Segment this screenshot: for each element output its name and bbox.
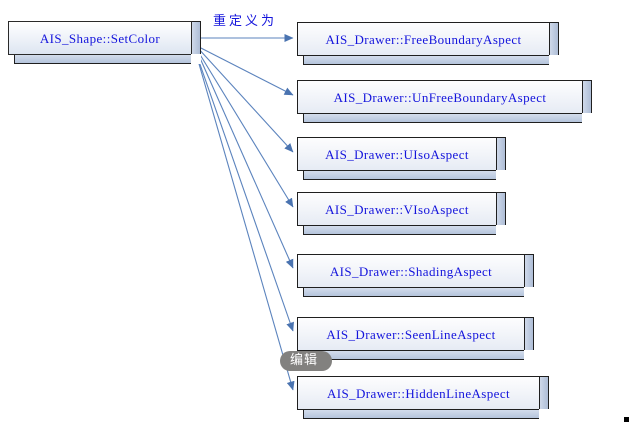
node-target-viso-aspect[interactable]: AIS_Drawer::VIsoAspect xyxy=(297,192,506,235)
node-face-right xyxy=(583,80,592,114)
node-label: AIS_Shape::SetColor xyxy=(39,30,161,46)
node-target-free-boundary-aspect[interactable]: AIS_Drawer::FreeBoundaryAspect xyxy=(297,22,559,65)
node-face-corner xyxy=(524,287,534,297)
relation-caption: 重定义为 xyxy=(213,14,278,29)
node-face-bottom xyxy=(303,114,589,123)
connector-line-6 xyxy=(194,49,294,332)
connector-line-4 xyxy=(195,47,294,208)
node-face-corner xyxy=(582,113,592,123)
connector-line-5 xyxy=(195,48,294,269)
connector-line-2 xyxy=(196,45,294,96)
node-face-bottom xyxy=(303,171,503,180)
node-face-bottom xyxy=(14,55,198,64)
node-source[interactable]: AIS_Shape::SetColor xyxy=(8,21,201,64)
connector-line-3 xyxy=(196,46,294,153)
node-label: AIS_Drawer::HiddenLineAspect xyxy=(326,385,511,401)
node-face-bottom xyxy=(303,56,556,65)
node-face-bottom xyxy=(303,226,503,235)
node-face-right xyxy=(540,376,549,410)
node-face-corner xyxy=(496,170,506,180)
node-label: AIS_Drawer::UnFreeBoundaryAspect xyxy=(333,89,547,105)
node-face-corner xyxy=(524,350,534,360)
node-label: AIS_Drawer::VIsoAspect xyxy=(325,201,469,217)
node-face-right xyxy=(497,192,506,226)
node-label: AIS_Drawer::UIsoAspect xyxy=(325,146,469,162)
node-face-corner xyxy=(539,409,549,419)
node-face-right xyxy=(525,254,534,288)
node-face-bottom xyxy=(303,410,546,419)
node-face-right xyxy=(192,21,201,55)
node-target-unfree-boundary-aspect[interactable]: AIS_Drawer::UnFreeBoundaryAspect xyxy=(297,80,592,123)
node-face-corner xyxy=(191,54,201,64)
connector-line-7 xyxy=(194,49,295,391)
node-target-shading-aspect[interactable]: AIS_Drawer::ShadingAspect xyxy=(297,254,534,297)
node-target-seen-line-aspect[interactable]: AIS_Drawer::SeenLineAspect xyxy=(297,317,534,360)
edit-tooltip[interactable]: 编辑 xyxy=(280,351,333,371)
node-face-corner xyxy=(549,55,559,65)
node-label: AIS_Drawer::SeenLineAspect xyxy=(326,326,496,342)
node-label: AIS_Drawer::FreeBoundaryAspect xyxy=(325,31,522,47)
node-target-uiso-aspect[interactable]: AIS_Drawer::UIsoAspect xyxy=(297,137,506,180)
node-face-corner xyxy=(496,225,506,235)
node-face-bottom xyxy=(303,288,531,297)
node-face-right xyxy=(497,137,506,171)
node-label: AIS_Drawer::ShadingAspect xyxy=(329,263,493,279)
node-target-hidden-line-aspect[interactable]: AIS_Drawer::HiddenLineAspect xyxy=(297,376,549,419)
node-face-right xyxy=(550,22,559,56)
node-face-bottom xyxy=(303,351,531,360)
node-face-right xyxy=(525,317,534,351)
corner-resize-marker[interactable] xyxy=(624,417,629,422)
